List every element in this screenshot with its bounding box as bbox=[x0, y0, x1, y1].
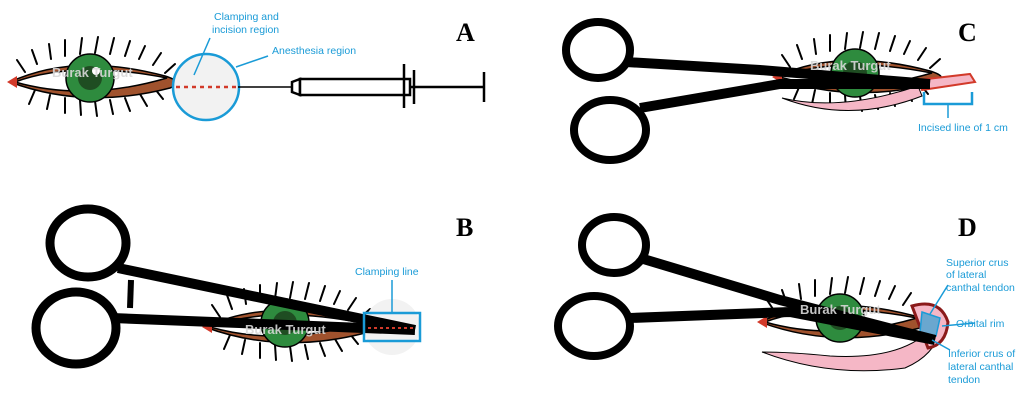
watermark-b: Burak Turgut bbox=[245, 322, 326, 337]
watermark-d: Burak Turgut bbox=[800, 302, 881, 317]
label-incised-line: Incised line of 1 cm bbox=[918, 122, 1008, 134]
panel-letter-c: C bbox=[958, 18, 977, 47]
label-clamping-line1: Clamping and bbox=[214, 11, 279, 23]
leader-anesthesia bbox=[236, 56, 268, 67]
label-inferior-crus-3: tendon bbox=[948, 374, 980, 386]
label-clamping-line: Clamping line bbox=[355, 266, 419, 278]
clamping-forceps bbox=[36, 209, 415, 364]
panel-a: Burak Turgut Clamping and incision regio… bbox=[7, 11, 484, 120]
panel-letter-a: A bbox=[456, 18, 475, 47]
label-superior-crus-1: Superior crus bbox=[946, 257, 1008, 269]
label-orbital-rim: Orbital rim bbox=[956, 318, 1005, 330]
label-superior-crus-3: canthal tendon bbox=[946, 282, 1015, 294]
syringe bbox=[238, 64, 484, 108]
label-inferior-crus-1: Inferior crus of bbox=[948, 348, 1015, 360]
panel-d: Burak Turgut Superior crus of lateral ca… bbox=[558, 213, 1015, 386]
incised-line-bracket bbox=[924, 92, 972, 104]
panel-b: Burak Turgut Clamping line B bbox=[36, 209, 473, 364]
watermark-c: Burak Turgut bbox=[810, 58, 891, 73]
label-inferior-crus-2: lateral canthal bbox=[948, 361, 1013, 373]
label-anesthesia: Anesthesia region bbox=[272, 45, 356, 57]
watermark-a: Burak Turgut bbox=[52, 65, 133, 80]
panel-letter-d: D bbox=[958, 213, 977, 242]
clamping-incision-region-circle bbox=[173, 54, 239, 120]
panel-letter-b: B bbox=[456, 213, 473, 242]
panel-c: Burak Turgut Incised line of 1 cm C bbox=[566, 18, 1008, 160]
label-superior-crus-2: of lateral bbox=[946, 269, 986, 281]
label-clamping-line2: incision region bbox=[212, 24, 279, 36]
